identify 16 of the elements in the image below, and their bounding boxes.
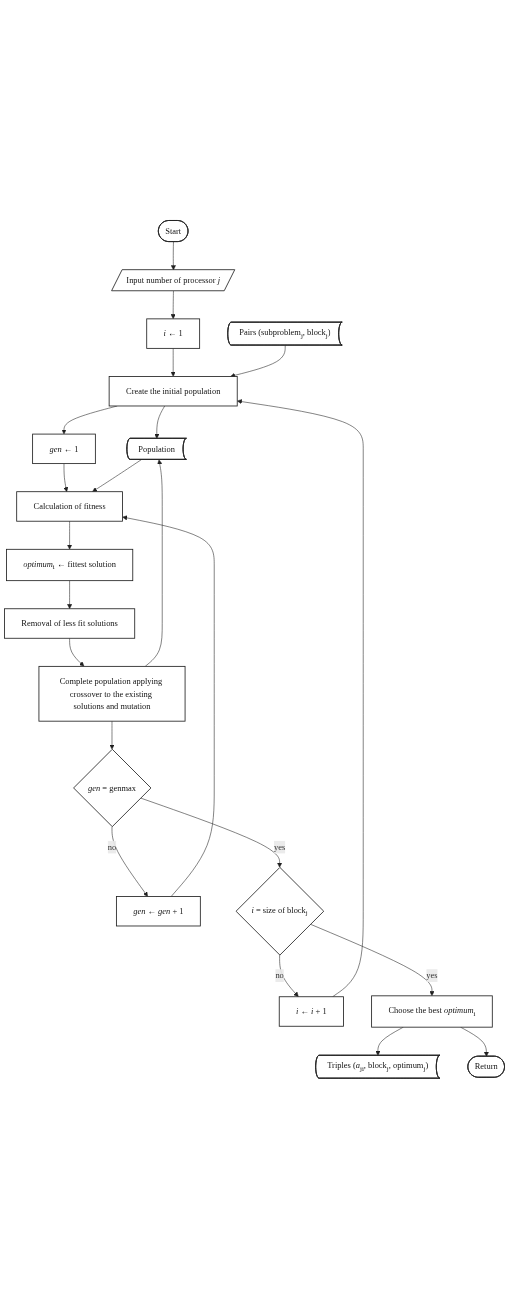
edge-label: no [107,842,117,852]
edge-label: no [275,970,284,980]
node-box: Calculation of fitness [16,490,123,522]
node-diamond: i = size of block$_{j}$ [235,866,325,956]
edge-label: yes [273,842,286,852]
node-diamond: gen = genmax [73,748,152,827]
node-box: Create the initial population [108,375,238,407]
node-box: Complete population applying crossover to the existing solutions and mutation [38,665,186,722]
node-box: optimum$_{i}$ ← fittest solution [6,548,134,581]
node-box: Choose the best optimum$_{i}$ [371,995,493,1028]
node-box: i ← 1 [146,318,201,349]
node-box: i ← i + 1 [278,996,344,1027]
node-box: Removal of less fit solutions [4,608,136,639]
edge-label: yes [426,970,438,980]
node-box: gen ← 1 [32,433,96,464]
node-box: gen ← gen + 1 [116,895,201,927]
